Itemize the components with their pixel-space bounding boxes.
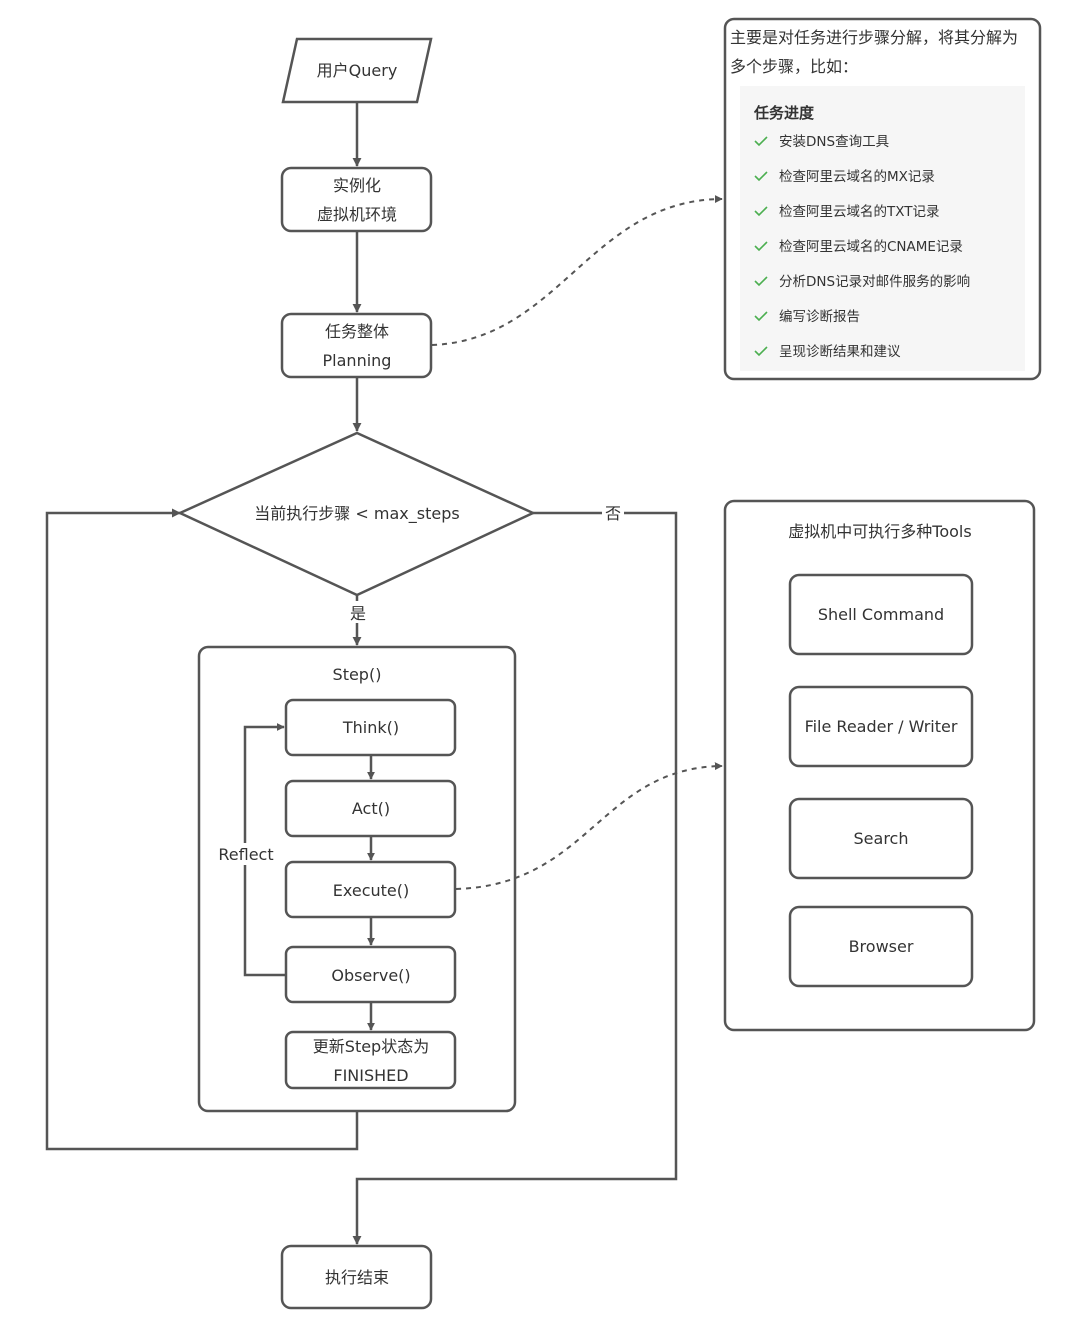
task-item: 分析DNS记录对邮件服务的影响 bbox=[754, 274, 970, 290]
task-item: 编写诊断报告 bbox=[754, 309, 860, 325]
no-label: 否 bbox=[605, 504, 621, 523]
task-item-label: 编写诊断报告 bbox=[779, 309, 860, 325]
user-query-label: 用户Query bbox=[317, 61, 398, 80]
planning-node: 任务整体 Planning bbox=[280, 312, 433, 379]
task-item-label: 检查阿里云域名的CNAME记录 bbox=[779, 239, 963, 255]
task-item-label: 检查阿里云域名的TXT记录 bbox=[779, 204, 940, 220]
tool-label: Shell Command bbox=[818, 605, 944, 624]
arrow-condition-no bbox=[352, 511, 678, 1245]
execute-node: Execute() bbox=[284, 860, 457, 919]
tool-box: Search bbox=[788, 797, 974, 880]
instantiate-label-line2: 虚拟机环境 bbox=[317, 205, 397, 224]
note-desc-line1: 主要是对任务进行步骤分解，将其分解为 bbox=[730, 28, 1018, 47]
check-icon bbox=[754, 311, 768, 322]
tool-label: Browser bbox=[849, 937, 914, 956]
step-title: Step() bbox=[333, 665, 382, 684]
end-label: 执行结束 bbox=[325, 1268, 389, 1287]
check-icon bbox=[754, 346, 768, 357]
task-progress-title: 任务进度 bbox=[753, 104, 815, 122]
execute-label: Execute() bbox=[333, 881, 409, 900]
update-label-line2: FINISHED bbox=[333, 1066, 408, 1085]
think-label: Think() bbox=[342, 718, 399, 737]
tool-box: Shell Command bbox=[788, 573, 974, 656]
planning-note-panel: 主要是对任务进行步骤分解，将其分解为 多个步骤，比如： 任务进度 安装DNS查询… bbox=[723, 17, 1042, 381]
dashed-arrow-execute-to-tools bbox=[455, 762, 723, 890]
step-container: Step() Reflect Think() Act() Execute() O… bbox=[197, 645, 517, 1113]
end-node: 执行结束 bbox=[280, 1244, 433, 1310]
tool-label: Search bbox=[854, 829, 909, 848]
update-label-line1: 更新Step状态为 bbox=[313, 1037, 429, 1056]
planning-label-line1: 任务整体 bbox=[325, 322, 389, 341]
act-node: Act() bbox=[284, 779, 457, 838]
task-item: 检查阿里云域名的CNAME记录 bbox=[754, 239, 963, 255]
task-progress-card bbox=[740, 86, 1025, 371]
user-query-node: 用户Query bbox=[281, 37, 433, 104]
note-desc-line2: 多个步骤，比如： bbox=[730, 57, 858, 76]
yes-label: 是 bbox=[350, 604, 366, 623]
task-item: 安装DNS查询工具 bbox=[754, 134, 889, 150]
update-status-node: 更新Step状态为 FINISHED bbox=[284, 1030, 457, 1090]
tools-panel-title: 虚拟机中可执行多种Tools bbox=[788, 522, 971, 541]
task-item-label: 安装DNS查询工具 bbox=[779, 134, 889, 150]
check-icon bbox=[754, 136, 768, 147]
instantiate-label-line1: 实例化 bbox=[333, 176, 381, 195]
act-label: Act() bbox=[352, 799, 390, 818]
check-icon bbox=[754, 241, 768, 252]
arrow-loop-back bbox=[45, 508, 359, 1151]
check-icon bbox=[754, 276, 768, 287]
task-item-label: 检查阿里云域名的MX记录 bbox=[779, 169, 935, 185]
condition-diamond: 当前执行步骤 < max_steps bbox=[176, 431, 536, 597]
instantiate-vm-node: 实例化 虚拟机环境 bbox=[280, 166, 433, 233]
condition-label: 当前执行步骤 < max_steps bbox=[254, 504, 459, 524]
tool-label: File Reader / Writer bbox=[805, 717, 958, 736]
check-icon bbox=[754, 206, 768, 217]
task-item-label: 分析DNS记录对邮件服务的影响 bbox=[779, 274, 970, 290]
tool-box: Browser bbox=[788, 905, 974, 988]
task-item-label: 呈现诊断结果和建议 bbox=[779, 344, 901, 360]
task-item: 检查阿里云域名的MX记录 bbox=[754, 169, 935, 185]
observe-node: Observe() bbox=[284, 945, 457, 1004]
check-icon bbox=[754, 171, 768, 182]
tool-box: File Reader / Writer bbox=[788, 685, 974, 768]
task-item: 检查阿里云域名的TXT记录 bbox=[754, 204, 940, 220]
task-list: 安装DNS查询工具检查阿里云域名的MX记录检查阿里云域名的TXT记录检查阿里云域… bbox=[754, 134, 970, 360]
observe-label: Observe() bbox=[331, 966, 410, 985]
planning-label-line2: Planning bbox=[323, 351, 392, 370]
task-item: 呈现诊断结果和建议 bbox=[754, 344, 901, 360]
dashed-arrow-planning-to-note bbox=[431, 195, 723, 346]
reflect-label: Reflect bbox=[218, 845, 273, 864]
think-node: Think() bbox=[284, 698, 457, 757]
